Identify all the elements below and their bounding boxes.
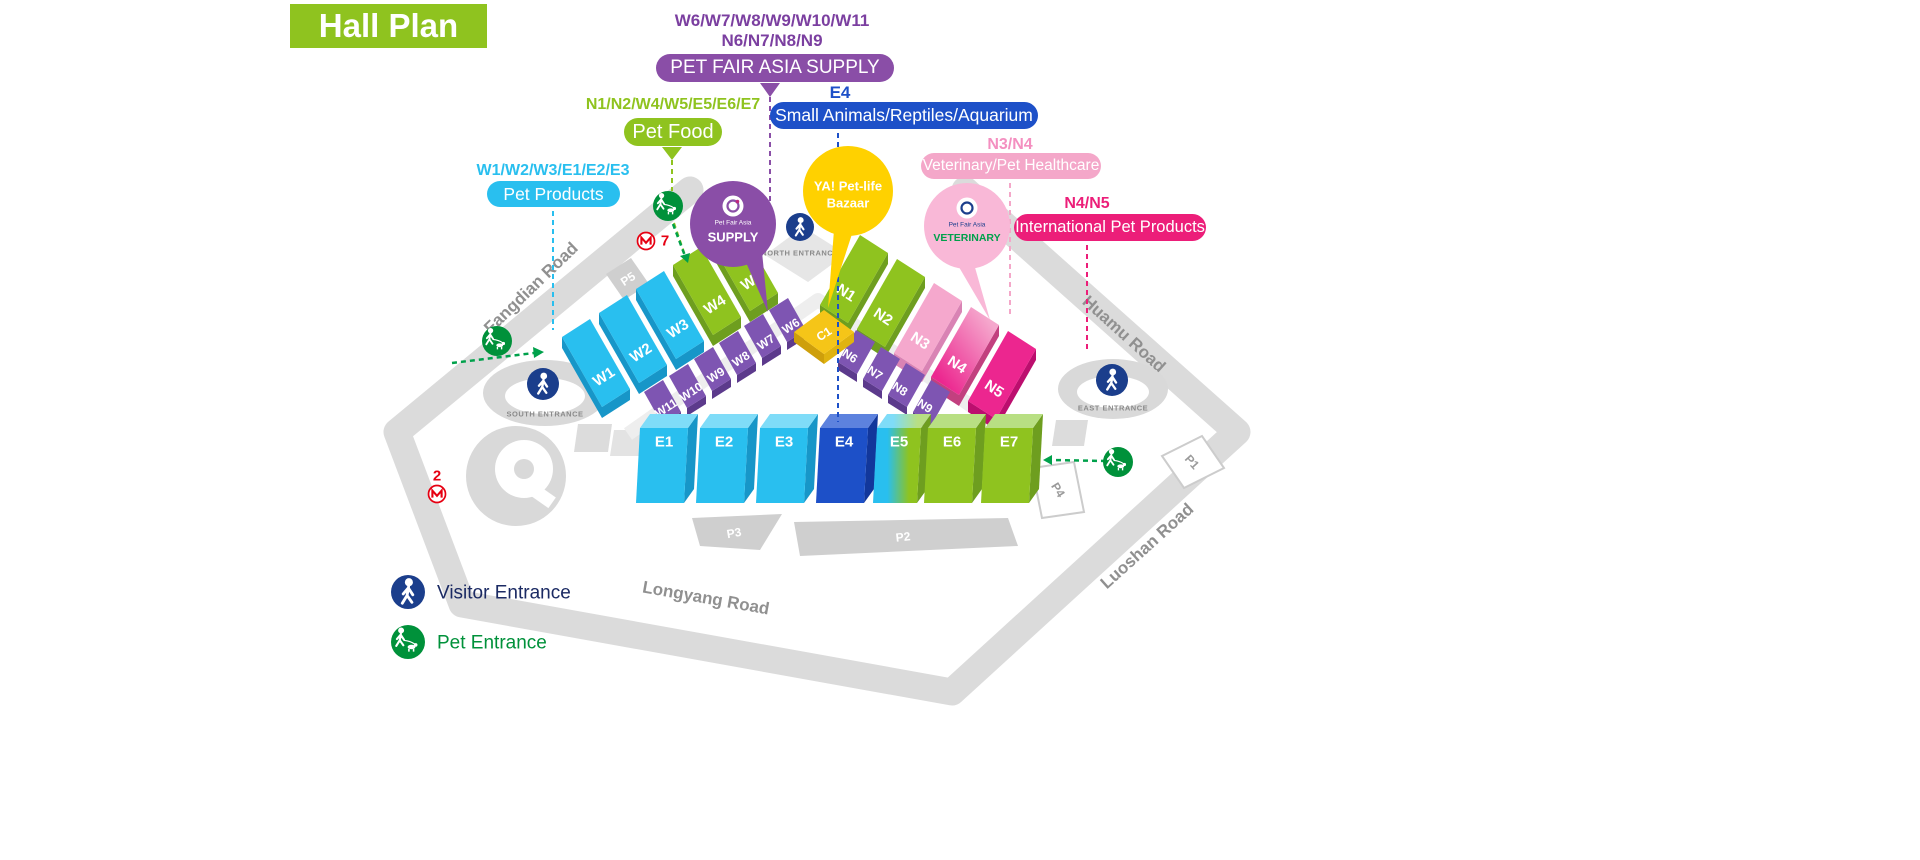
north-entrance-icon (786, 213, 814, 241)
north-entrance-label: NORTH ENTRANCE (761, 249, 838, 258)
hall-w9: W9 (694, 347, 731, 399)
hall-e4: E4 (816, 414, 878, 503)
parking-label-p5: P5 (618, 269, 638, 289)
hall-w8: W8 (719, 331, 756, 383)
parking-label-p4: P4 (1048, 480, 1068, 500)
callout-international-pill: International Pet Products (1014, 214, 1206, 241)
pet-entrance-south (451, 326, 544, 365)
pet-entrance-north (653, 191, 690, 263)
parking-p3: P3 (692, 514, 782, 550)
service-block (574, 424, 612, 452)
callout-veterinary-codes: N3/N4 (987, 136, 1033, 153)
east-entrance-label: EAST ENTRANCE (1078, 404, 1148, 413)
metro-icon (427, 484, 447, 504)
hall-n6: N6 (838, 330, 875, 382)
supply-pointer (760, 83, 780, 97)
hall-e5: E5 (873, 414, 931, 503)
hall-w2: W2 (599, 295, 667, 394)
callout-pet-products-pill: Pet Products (487, 181, 620, 207)
service-block (610, 430, 646, 456)
hall-w4: W4 (673, 247, 741, 346)
metro-line-2-number: 2 (433, 468, 441, 485)
metro-line-2: 2 (427, 468, 447, 504)
hall-e3: E3 (756, 414, 818, 503)
legend-pet-entrance: Pet Entrance (391, 625, 547, 659)
service-block (1052, 420, 1088, 446)
veterinary-logo-icon (956, 197, 978, 219)
parking-label-p2: P2 (895, 529, 911, 544)
hall-label-e5: E5 (890, 434, 908, 451)
balloon-veterinary-brand: Pet Fair Asia (949, 222, 986, 229)
callout-international-codes: N4/N5 (1064, 195, 1110, 212)
page-title: Hall Plan (290, 4, 487, 48)
hall-label-e7: E7 (1000, 434, 1018, 451)
callout-supply-codes: W6/W7/W8/W9/W10/W11 N6/N7/N8/N9 (612, 11, 932, 51)
callout-small-animals-pill: Small Animals/Reptiles/Aquarium (770, 102, 1038, 129)
metro-line-7-number: 7 (661, 233, 669, 250)
hall-label-e3: E3 (775, 434, 793, 451)
hall-e1: E1 (636, 414, 698, 503)
hall-n4: N4 (931, 307, 999, 406)
supply-codes-line1: W6/W7/W8/W9/W10/W11 (674, 11, 870, 30)
callout-small-animals-codes: E4 (829, 83, 851, 102)
hall-e7: E7 (981, 414, 1043, 503)
hall-w3: W3 (636, 271, 704, 370)
east-entrance-icon (1096, 364, 1128, 396)
hall-label-e2: E2 (715, 434, 733, 451)
balloon-bazaar-line1: YA! Pet-life (814, 179, 882, 194)
hall-n8: N8 (888, 363, 925, 415)
hall-w7: W7 (744, 314, 781, 366)
south-entrance-icon (527, 368, 559, 400)
parking-p1: P1 (1160, 434, 1226, 490)
balloon-supply-title: SUPPLY (708, 230, 759, 245)
balloon-veterinary-title: VETERINARY (933, 232, 1000, 244)
hall-label-e4: E4 (835, 434, 854, 451)
callout-supply-pill: PET FAIR ASIA SUPPLY (656, 54, 894, 82)
road-ring (383, 176, 1251, 706)
petfood-pointer (662, 147, 682, 160)
legend-visitor-label: Visitor Entrance (437, 583, 571, 604)
arrow-icon (533, 347, 544, 358)
hall-label-e6: E6 (943, 434, 961, 451)
balloon-bazaar: YA! Pet-life Bazaar (803, 146, 893, 308)
pet-entrance-icon (391, 625, 425, 659)
legend-pet-label: Pet Entrance (437, 633, 547, 654)
hall-n5: N5 (968, 331, 1036, 430)
balloon-veterinary: Pet Fair Asia VETERINARY (924, 183, 1010, 320)
balloon-supply: Pet Fair Asia SUPPLY (690, 181, 776, 312)
garden-swirl (466, 426, 566, 526)
parking-label-p3: P3 (726, 525, 743, 541)
arrow-icon (680, 253, 690, 263)
arrow-icon (1043, 455, 1052, 465)
hall-w1: W1 (562, 319, 630, 418)
callout-pet-food-pill: Pet Food (624, 118, 722, 146)
road-label-longyang: Longyang Road (641, 577, 771, 618)
pet-entrance-east (1043, 447, 1133, 477)
north-entrance: NORTH ENTRANCE (761, 227, 846, 282)
hall-w10: W10 (669, 364, 706, 416)
supply-codes-line2: N6/N7/N8/N9 (721, 31, 823, 50)
legend-visitor-entrance: Visitor Entrance (391, 575, 571, 609)
hall-e2: E2 (696, 414, 758, 503)
supply-logo-icon (722, 195, 744, 217)
hall-e6: E6 (924, 414, 986, 503)
callout-pet-products-codes: W1/W2/W3/E1/E2/E3 (476, 162, 630, 179)
legend: Visitor Entrance Pet Entrance (391, 575, 571, 659)
callout-pet-food-codes: N1/N2/W4/W5/E5/E6/E7 (585, 96, 761, 113)
balloon-supply-brand: Pet Fair Asia (715, 220, 752, 227)
metro-icon (636, 231, 656, 251)
hall-label-e1: E1 (655, 434, 673, 451)
metro-line-7: 7 (636, 231, 669, 251)
parking-p2: P2 (794, 518, 1018, 556)
hall-n7: N7 (863, 347, 900, 399)
balloon-bazaar-line2: Bazaar (827, 196, 870, 211)
callout-veterinary-pill: Veterinary/Pet Healthcare (921, 153, 1101, 179)
parking-p4: P4 (1030, 460, 1086, 520)
south-entrance-label: SOUTH ENTRANCE (506, 410, 583, 419)
